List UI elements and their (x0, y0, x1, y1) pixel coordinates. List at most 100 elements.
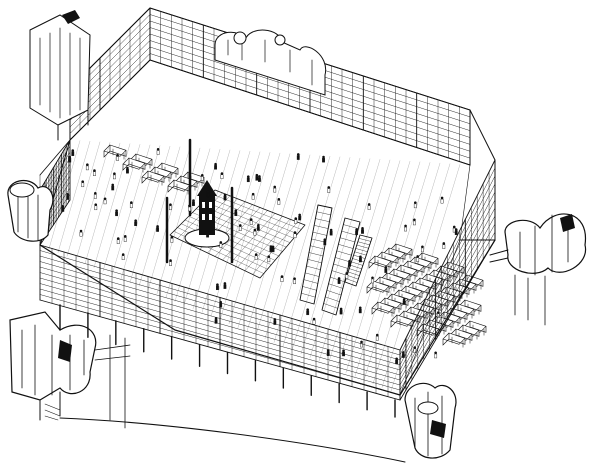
wall-transom (39, 255, 401, 361)
person-figure (329, 228, 333, 236)
person-figure (156, 147, 160, 155)
person-figure (256, 224, 260, 231)
person-body (79, 232, 83, 237)
person-body (234, 211, 238, 216)
escalator-step (307, 259, 322, 264)
person-head (113, 172, 116, 176)
person-head (169, 203, 172, 206)
wall-transom (69, 53, 151, 134)
person-body (323, 240, 327, 246)
person-head (206, 230, 209, 234)
wall-transom (39, 139, 71, 176)
person-head (223, 193, 227, 197)
wall-transom (69, 59, 151, 141)
person-body (322, 157, 325, 163)
market-stall (141, 170, 165, 184)
person-body (156, 150, 160, 155)
escalator-step (331, 270, 347, 276)
escalator-step (351, 261, 364, 266)
person-head (271, 245, 275, 249)
person-head (223, 282, 227, 285)
person-body (298, 215, 302, 221)
person-figure (206, 230, 210, 238)
person-figure (254, 253, 258, 260)
escalator-step (355, 248, 368, 252)
person-figure (234, 209, 238, 216)
person-body (306, 310, 310, 316)
person-head (355, 228, 358, 231)
person-head (206, 190, 210, 194)
person-head (249, 218, 253, 221)
person-head (339, 307, 343, 311)
person-body (277, 200, 281, 205)
person-head (360, 340, 363, 344)
person-body (116, 156, 119, 161)
person-head (327, 186, 331, 189)
person-body (395, 359, 399, 365)
person-figure (327, 186, 331, 193)
corner-tower-bottom-left (9, 311, 131, 429)
escalator-step (339, 237, 356, 243)
person-body (238, 226, 242, 231)
person-head (404, 224, 407, 228)
floor-hatch-line (57, 141, 91, 253)
person-head (329, 228, 333, 232)
escalator-step (315, 218, 330, 222)
person-figure (200, 173, 204, 181)
wall-transom (399, 215, 496, 386)
person-head (323, 238, 327, 242)
person-head (337, 277, 341, 280)
paving-line (244, 219, 291, 271)
wall-transom (399, 199, 496, 376)
person-body (345, 274, 349, 279)
escalator-step (345, 278, 358, 283)
person-body (223, 195, 227, 201)
person-figure (337, 277, 341, 284)
floor-hatch-line (255, 154, 311, 336)
person-figure (253, 228, 257, 236)
person-body (416, 257, 420, 262)
person-body (223, 284, 227, 289)
person-body (220, 174, 224, 179)
person-head (358, 306, 362, 310)
person-body (440, 198, 444, 204)
corner-tower-top-right (214, 29, 327, 96)
person-head (342, 349, 345, 353)
escalator-step (336, 250, 352, 256)
person-figure (412, 218, 416, 226)
person-head (71, 149, 75, 152)
floor-hatch-line (300, 158, 361, 354)
person-body (246, 177, 250, 183)
person-head (79, 229, 83, 233)
person-body (206, 192, 210, 198)
wall-transom (39, 266, 401, 371)
person-body (296, 155, 300, 160)
pillars (59, 304, 396, 418)
person-body (454, 230, 458, 235)
person-body (249, 220, 253, 225)
person-head (116, 154, 119, 157)
person-figure (223, 282, 227, 289)
person-figure (255, 173, 259, 181)
person-body (111, 185, 115, 191)
person-head (402, 351, 405, 354)
person-body (312, 320, 316, 325)
person-figure (404, 224, 407, 232)
person-body (361, 229, 364, 234)
person-body (81, 182, 85, 188)
person-head (103, 197, 107, 201)
market-stall (103, 144, 127, 158)
person-head (234, 209, 238, 212)
person-body (436, 313, 440, 319)
person-body (115, 211, 119, 217)
floor-hatch-line (165, 148, 211, 298)
person-figure (293, 277, 296, 285)
person-figure (413, 201, 417, 209)
person-head (413, 218, 416, 222)
person-figure (85, 163, 89, 171)
person-figure (375, 333, 379, 341)
person-figure (116, 237, 120, 244)
person-figure (251, 192, 255, 200)
person-figure (220, 172, 224, 179)
